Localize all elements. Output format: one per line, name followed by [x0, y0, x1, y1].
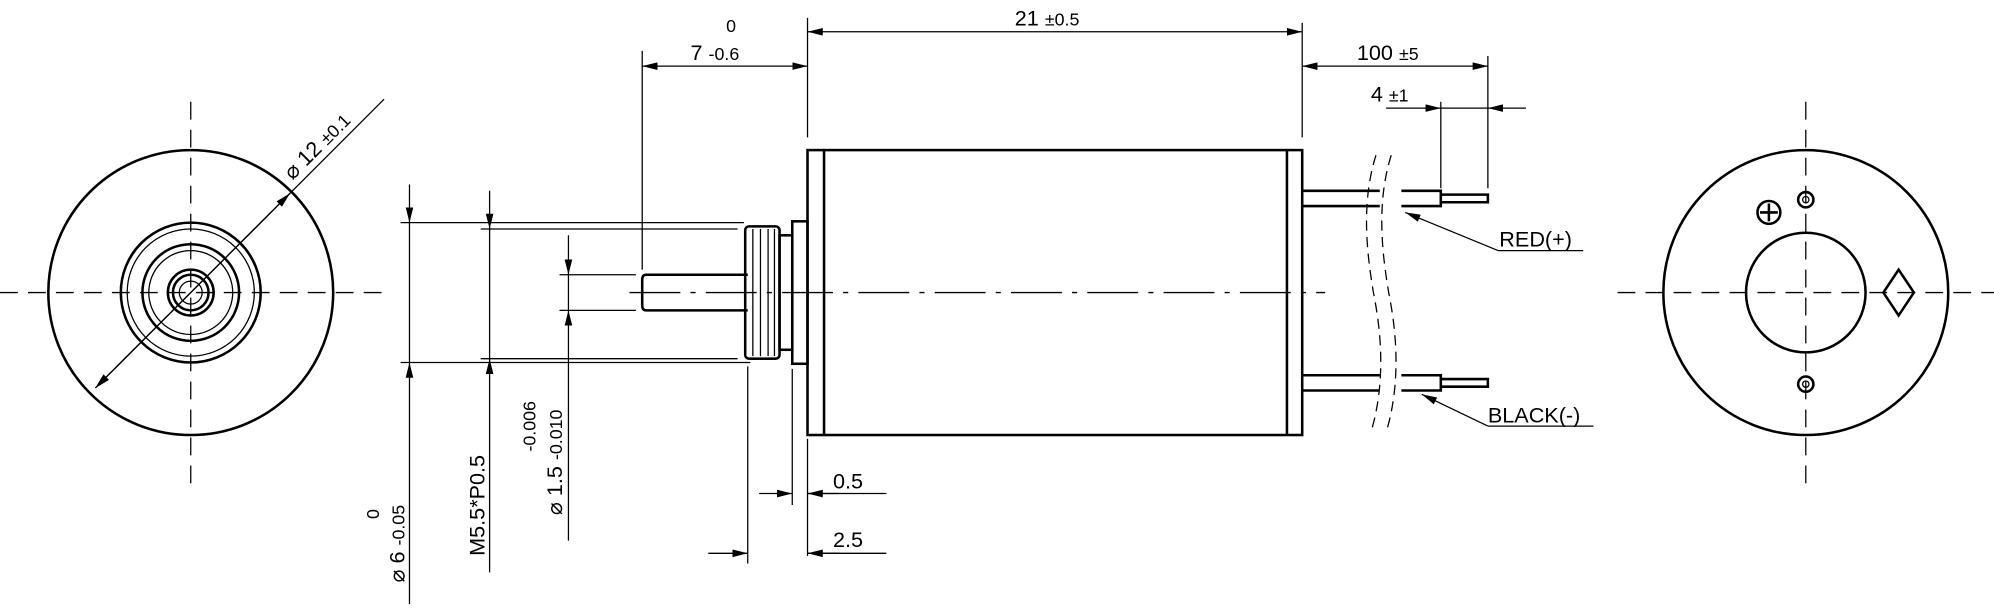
boss-length-label: 2.5 [833, 527, 863, 552]
shaft-length-label: 7 -0.6 [691, 40, 740, 65]
terminal-hole-bottom [1796, 375, 1815, 394]
shaft-diameter-upper: -0.006 [519, 401, 539, 452]
rear-view [1617, 101, 1994, 484]
black-lead-label: BLACK(-) [1488, 402, 1580, 427]
shaft-diameter-label: ⌀ 1.5 -0.010 [542, 409, 567, 515]
plus-circle-icon [1756, 199, 1782, 226]
boss-diameter-label: ⌀ 6 -0.05 [384, 505, 409, 583]
diameter-12-label: ⌀ 12 ±0.1 [278, 107, 355, 184]
flange-thickness-label: 0.5 [833, 468, 863, 493]
lead-length-label: 100 ±5 [1357, 40, 1419, 65]
red-lead-label: RED(+) [1499, 227, 1572, 252]
thread-label: M5.5*P0.5 [465, 455, 490, 556]
diamond-marker-icon [1881, 267, 1916, 318]
terminal-hole-top [1796, 190, 1815, 209]
front-view: ⌀ 12 ±0.1 [0, 98, 385, 484]
body-length-label: 21 ±0.5 [1015, 5, 1080, 30]
boss-diameter-upper: 0 [363, 509, 383, 519]
shaft-length-upper: 0 [726, 16, 736, 36]
side-view: RED(+) BLACK(-) 21 ±0.5 0 7 -0.6 100 ±5 … [363, 5, 1594, 605]
strip-length-label: 4 ±1 [1371, 82, 1409, 107]
